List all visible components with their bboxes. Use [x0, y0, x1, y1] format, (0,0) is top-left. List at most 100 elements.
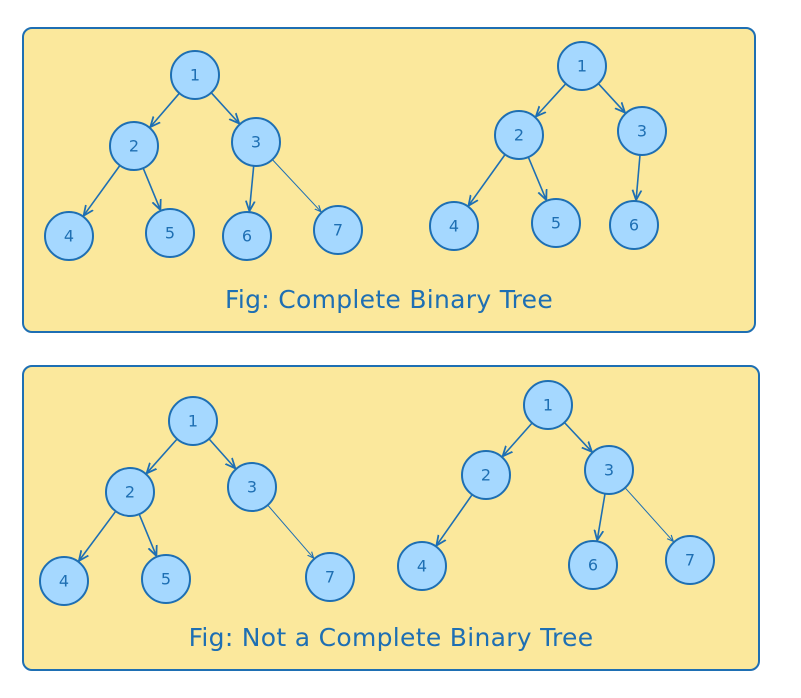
tree-edge: [527, 156, 546, 200]
tree-edge: [469, 154, 506, 206]
tree-node-label: 3: [604, 461, 614, 480]
panel-caption: Fig: Not a Complete Binary Tree: [188, 623, 594, 652]
tree-node: 2: [109, 121, 159, 171]
tree-node-label: 4: [449, 217, 459, 236]
tree-node: 7: [305, 552, 355, 602]
tree-node-label: 7: [685, 551, 695, 570]
tree-node-label: 6: [242, 227, 252, 246]
tree-node-label: 1: [188, 412, 198, 431]
tree-node-label: 1: [190, 66, 200, 85]
tree-node: 4: [39, 556, 89, 606]
tree-node-label: 3: [637, 122, 647, 141]
tree-node: 5: [531, 198, 581, 248]
tree-edge: [267, 504, 314, 558]
tree-node-circle: [305, 552, 355, 602]
tree-node-label: 5: [551, 214, 561, 233]
tree-edge: [597, 83, 625, 113]
tree-node-circle: [531, 198, 581, 248]
tree-node: 3: [617, 106, 667, 156]
tree-node-circle: [523, 380, 573, 430]
tree-node-circle: [231, 117, 281, 167]
tree-node-circle: [109, 121, 159, 171]
tree-node-label: 2: [125, 483, 135, 502]
tree-node-label: 3: [247, 478, 257, 497]
tree-edge: [624, 487, 673, 542]
panel-caption: Fig: Complete Binary Tree: [224, 285, 554, 314]
tree-node-label: 2: [514, 126, 524, 145]
tree-node-circle: [665, 535, 715, 585]
tree-node-label: 6: [629, 216, 639, 235]
tree-edge: [536, 83, 567, 117]
tree-node: 3: [584, 445, 634, 495]
tree-node-label: 3: [251, 133, 261, 152]
tree-node-label: 4: [417, 557, 427, 576]
tree-node-circle: [141, 554, 191, 604]
tree-node: 4: [44, 211, 94, 261]
tree-node-label: 1: [543, 396, 553, 415]
tree-edge: [79, 510, 117, 561]
tree-node-circle: [397, 541, 447, 591]
tree-node-label: 5: [165, 224, 175, 243]
tree-node-label: 5: [161, 570, 171, 589]
tree-edge: [210, 92, 239, 124]
tree-node: 3: [231, 117, 281, 167]
tree-edge: [142, 167, 160, 210]
tree-node: 2: [105, 467, 155, 517]
tree-node-circle: [39, 556, 89, 606]
tree-node-label: 7: [333, 221, 343, 240]
tree-edge: [249, 165, 253, 211]
tree-node-circle: [145, 208, 195, 258]
tree-node-circle: [44, 211, 94, 261]
tree-node-circle: [461, 450, 511, 500]
tree-node: 6: [222, 211, 272, 261]
tree-node-circle: [557, 41, 607, 91]
tree-node: 1: [557, 41, 607, 91]
tree-node: 1: [523, 380, 573, 430]
tree-node-circle: [494, 110, 544, 160]
tree-node-label: 4: [59, 572, 69, 591]
tree-edge: [636, 154, 640, 200]
tree-node: 5: [145, 208, 195, 258]
tree-node-circle: [313, 205, 363, 255]
tree-edge: [150, 92, 181, 127]
tree-edge: [84, 165, 121, 216]
tree-edge: [208, 438, 235, 469]
tree-node-circle: [227, 462, 277, 512]
complete-binary-tree-panel: Fig: Complete Binary Tree: [22, 27, 756, 333]
tree-node: 2: [494, 110, 544, 160]
tree-node-circle: [568, 540, 618, 590]
tree-node-label: 2: [481, 466, 491, 485]
tree-node: 6: [609, 200, 659, 250]
tree-edge: [138, 513, 156, 556]
tree-node-circle: [429, 201, 479, 251]
tree-node-label: 1: [577, 57, 587, 76]
tree-node: 1: [170, 50, 220, 100]
tree-node-circle: [168, 396, 218, 446]
tree-node-circle: [105, 467, 155, 517]
not-complete-binary-tree-panel: Fig: Not a Complete Binary Tree: [22, 365, 760, 671]
tree-node-label: 7: [325, 568, 335, 587]
tree-node-label: 4: [64, 227, 74, 246]
tree-node: 1: [168, 396, 218, 446]
tree-node: 3: [227, 462, 277, 512]
tree-node: 6: [568, 540, 618, 590]
tree-node: 7: [313, 205, 363, 255]
tree-node: 4: [429, 201, 479, 251]
tree-edge: [563, 421, 592, 452]
tree-edge: [147, 438, 178, 473]
tree-edge: [597, 493, 606, 541]
tree-node-circle: [609, 200, 659, 250]
tree-edge: [503, 422, 533, 456]
tree-node-circle: [222, 211, 272, 261]
tree-edge: [272, 159, 321, 212]
tree-node-circle: [617, 106, 667, 156]
tree-node-label: 6: [588, 556, 598, 575]
tree-node-circle: [584, 445, 634, 495]
tree-node: 5: [141, 554, 191, 604]
tree-node: 7: [665, 535, 715, 585]
tree-node-label: 2: [129, 137, 139, 156]
tree-edge: [436, 494, 473, 546]
tree-node: 4: [397, 541, 447, 591]
tree-node: 2: [461, 450, 511, 500]
